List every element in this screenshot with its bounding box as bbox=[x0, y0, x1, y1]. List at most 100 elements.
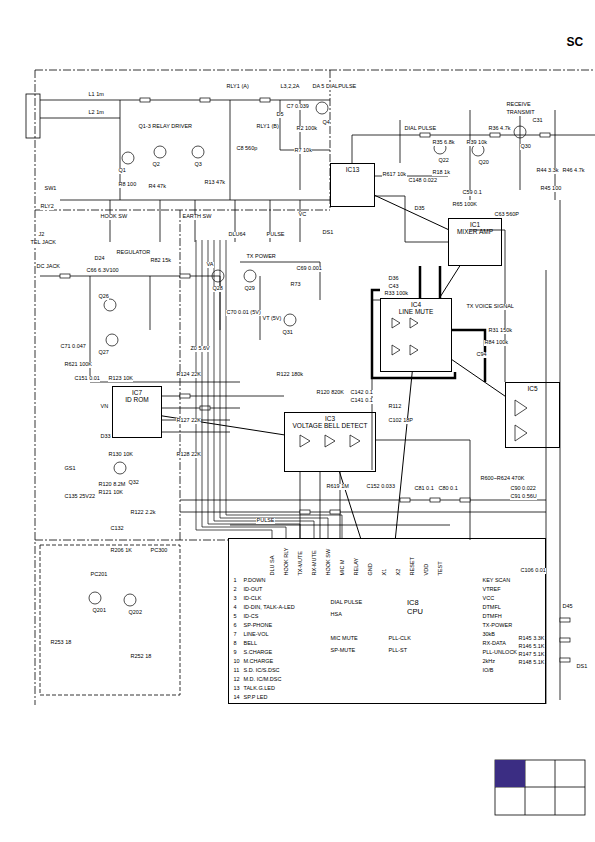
pin-label: DTMFL bbox=[482, 605, 501, 611]
pin-label: 14 bbox=[233, 695, 240, 701]
component-label: R35 6.8k bbox=[432, 140, 455, 146]
component-label: DLU64 bbox=[228, 232, 246, 238]
pin-label: ID-OUT bbox=[243, 587, 263, 593]
component-label: C148 0.022 bbox=[408, 178, 437, 184]
pin-label: RESET bbox=[410, 557, 416, 576]
component-label: Q4 bbox=[322, 120, 330, 126]
component-label: R145 3.3K bbox=[518, 636, 545, 642]
component-label: Q31 bbox=[282, 330, 293, 336]
component-label: C43 bbox=[388, 284, 399, 290]
component-label: Q32 bbox=[128, 480, 139, 486]
pin-label: S.CHARGE bbox=[243, 650, 273, 656]
component-label: C142 0.1 bbox=[350, 390, 373, 396]
component-label: C141 0.1 bbox=[350, 398, 373, 404]
component-label: C151 0.01 bbox=[74, 376, 100, 382]
component-label: EARTH SW bbox=[182, 214, 212, 220]
signal-wire bbox=[162, 416, 284, 435]
signal-wire bbox=[340, 472, 361, 538]
component-label: Q26 bbox=[98, 294, 109, 300]
signal-wire bbox=[375, 195, 448, 229]
ic-box: IC5 bbox=[505, 382, 560, 448]
ic-box: IC1MIXER AMP bbox=[448, 218, 502, 266]
ic-name: IC13 bbox=[333, 166, 372, 173]
pin-label: SP.P LED bbox=[243, 695, 268, 701]
ic-name: IC8 bbox=[407, 599, 545, 608]
component-label: Q22 bbox=[438, 158, 449, 164]
component-label: TX POWER bbox=[246, 254, 276, 260]
component-label: C69 0.001 bbox=[296, 266, 322, 272]
component-label: Q27 bbox=[98, 350, 109, 356]
component-label: R18 1k bbox=[432, 170, 450, 176]
ic-function: ID ROM bbox=[115, 396, 159, 403]
component-label: RLY1 (A) bbox=[226, 84, 249, 90]
component-label: R73 bbox=[290, 282, 301, 288]
pin-label: MIC M bbox=[340, 559, 346, 576]
component-label: C102 18P bbox=[388, 418, 413, 424]
component-label: DIAL PULSE bbox=[404, 126, 437, 132]
component-label: RECEIVE bbox=[506, 102, 531, 108]
component-label: Q30 bbox=[520, 144, 531, 150]
component-label: R39 10k bbox=[466, 140, 488, 146]
component-label: R128 22K bbox=[176, 452, 201, 458]
component-label: PLL-CLK bbox=[388, 636, 411, 642]
component-label: DIAL PULSE bbox=[330, 600, 363, 606]
pin-label: 1 bbox=[233, 578, 237, 584]
component-label: L1 1m bbox=[88, 92, 104, 98]
component-label: R122 2.2k bbox=[130, 510, 156, 516]
pin-label: PLL-UNLOCK bbox=[482, 650, 518, 656]
component-label: R147 5.1K bbox=[518, 652, 545, 658]
component-label: C80 0.1 bbox=[438, 486, 458, 492]
component-label: R4 47k bbox=[148, 184, 166, 190]
component-label: C70 0.01 (5V) bbox=[226, 310, 261, 316]
component-label: C59 0.1 bbox=[462, 190, 482, 196]
component-label: DC JACK bbox=[36, 264, 61, 270]
pin-label: RELAY bbox=[354, 557, 360, 576]
component-label: C135 25V22 bbox=[64, 494, 96, 500]
component-label: TEL JACK bbox=[30, 240, 56, 246]
pin-label: X2 bbox=[396, 568, 402, 576]
component-label: R124 22K bbox=[176, 372, 201, 378]
component-label: R84 100k bbox=[484, 340, 509, 346]
component-label: PLL-ST bbox=[388, 648, 408, 654]
ic-box: IC7ID ROM bbox=[112, 386, 162, 438]
pin-label: VDD bbox=[424, 563, 430, 576]
pin-label: KEY SCAN bbox=[482, 578, 511, 584]
component-label: R122 180k bbox=[276, 372, 304, 378]
component-label: R45 100 bbox=[540, 186, 562, 192]
component-label: C91 0.56U bbox=[510, 494, 537, 500]
component-label: PC201 bbox=[90, 572, 108, 578]
component-label: Q20 bbox=[478, 160, 489, 166]
pin-label: 2 bbox=[233, 587, 237, 593]
pin-label: 2kHz bbox=[482, 659, 496, 665]
pin-label: HOOK SW bbox=[326, 548, 332, 576]
pin-label: M.D. IC/M.DSC bbox=[243, 677, 282, 683]
pin-label: P.DOWN bbox=[243, 578, 266, 584]
component-label: R33 100k bbox=[384, 291, 409, 297]
pin-label: M.CHARGE bbox=[243, 659, 274, 665]
pin-label: 4 bbox=[233, 605, 237, 611]
pin-label: 12 bbox=[233, 677, 240, 683]
pin-label: 13 bbox=[233, 686, 240, 692]
component-label: R123 10K bbox=[108, 376, 133, 382]
component-label: R127 22K bbox=[176, 418, 201, 424]
component-label: R13 47k bbox=[204, 180, 226, 186]
component-label: R146 5.1K bbox=[518, 644, 545, 650]
component-label: MIC MUTE bbox=[330, 636, 358, 642]
component-label: C71 0.047 bbox=[60, 344, 86, 350]
component-label: SW1 bbox=[44, 186, 57, 192]
component-label: D24 bbox=[94, 256, 105, 262]
component-label: R253 18 bbox=[50, 640, 72, 646]
component-label: L2 1m bbox=[88, 110, 104, 116]
component-label: R619 1M bbox=[326, 484, 349, 490]
ic-name: IC1 bbox=[451, 221, 499, 228]
ic-box: IC4LINE MUTE bbox=[380, 298, 452, 372]
pin-label: TEST bbox=[438, 561, 444, 576]
component-label: R252 18 bbox=[130, 654, 152, 660]
component-label: C81 0.1 bbox=[414, 486, 434, 492]
component-label: R120 8.2M bbox=[98, 482, 126, 488]
pin-label: ID-DIN, TALK-A-LED bbox=[243, 605, 295, 611]
ic-function: VOLTAGE BELL DETECT bbox=[287, 422, 373, 429]
component-label: SC bbox=[566, 36, 584, 48]
component-label: VA bbox=[206, 262, 214, 268]
ic-function: CPU bbox=[407, 608, 545, 617]
